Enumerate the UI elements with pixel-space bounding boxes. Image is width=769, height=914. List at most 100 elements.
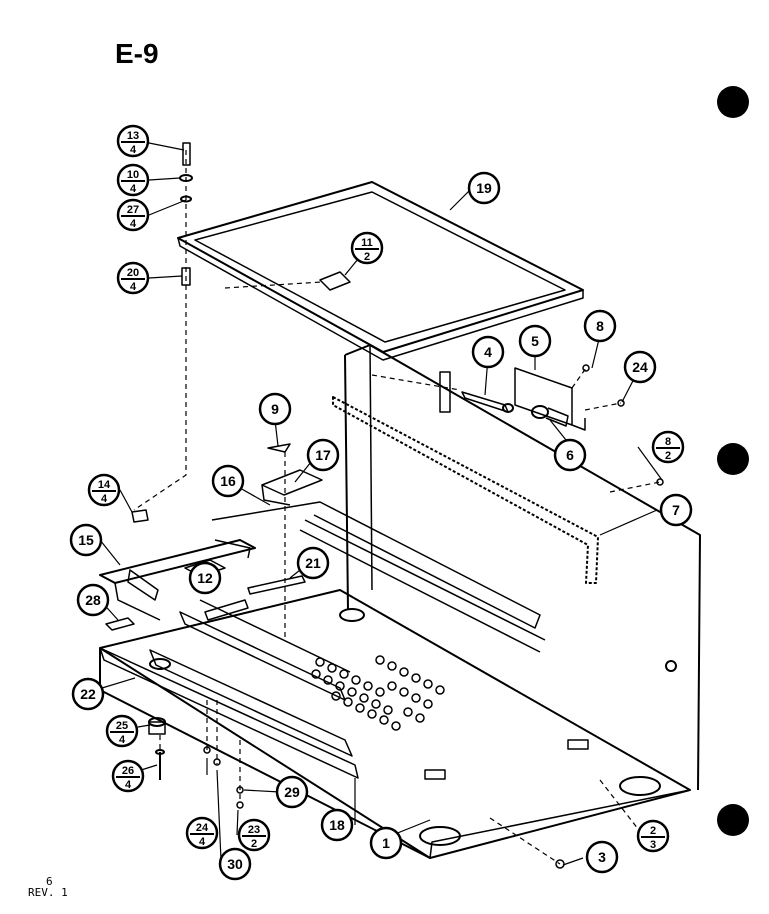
callout-c3: 3 (585, 840, 619, 874)
callout-text: 30 (227, 856, 243, 872)
callout-text: 15 (78, 532, 94, 548)
callout-text: 14 (98, 479, 111, 491)
callout-c16: 16 (211, 464, 245, 498)
callout-text: 4 (130, 281, 137, 293)
callout-c2-3: 23 (636, 819, 670, 853)
screw-parts (203, 364, 664, 869)
callout-circle (71, 677, 105, 711)
foot-25-part (148, 717, 166, 735)
callout-text: 4 (101, 493, 108, 505)
callout-text: 2 (665, 450, 671, 462)
callout-text: 6 (566, 447, 574, 463)
callout-c6: 6 (553, 438, 587, 472)
binder-punch-hole (717, 86, 749, 118)
callout-text: 16 (220, 473, 236, 489)
callout-circle (659, 493, 693, 527)
gasket-strip-part (332, 396, 599, 584)
callout-circle (583, 309, 617, 343)
page-title: E-9 (115, 38, 159, 69)
callout-text: 3 (598, 849, 606, 865)
callout-text: 3 (650, 839, 656, 851)
callout-c14-4: 144 (87, 473, 121, 507)
bracket-17-part (261, 469, 323, 506)
callout-circle (518, 324, 552, 358)
callout-c28: 28 (76, 583, 110, 617)
callout-circle (218, 847, 252, 881)
callout-text: 5 (531, 333, 539, 349)
callout-circle (306, 438, 340, 472)
revision-label: REV. 1 (28, 886, 68, 899)
callout-c8-2: 82 (651, 430, 685, 464)
callout-circle (369, 826, 403, 860)
page-footer: 6 REV. 1 (28, 876, 68, 898)
callout-c30: 30 (218, 847, 252, 881)
callout-text: 18 (329, 817, 345, 833)
callout-c8: 8 (583, 309, 617, 343)
component-6-part (531, 405, 569, 427)
callout-text: 8 (596, 318, 604, 334)
callout-badges: 1233456788291041121213414415161718192042… (69, 124, 693, 881)
callout-text: 4 (125, 779, 132, 791)
callout-c1: 1 (369, 826, 403, 860)
callout-text: 4 (119, 734, 126, 746)
callout-c15: 15 (69, 523, 103, 557)
back-panel-part (344, 344, 701, 791)
callout-text: 4 (199, 836, 206, 848)
binder-punch-hole (717, 443, 749, 475)
callout-text: 23 (248, 824, 260, 836)
callout-c20-4: 204 (116, 261, 150, 295)
callout-c10-4: 104 (116, 163, 150, 197)
bracket-angle-part (99, 539, 256, 621)
pin-26-part (155, 749, 165, 780)
callout-text: 12 (197, 570, 213, 586)
callout-circle (467, 171, 501, 205)
front-rail-part (99, 647, 359, 779)
callout-text: 20 (127, 267, 139, 279)
base-pan-part (99, 589, 691, 859)
assembly-guide-lines (133, 150, 661, 865)
callout-c29: 29 (275, 775, 309, 809)
plate-5-part (514, 367, 586, 431)
callout-text: 26 (122, 765, 134, 777)
callout-text: 2 (364, 251, 370, 263)
callout-text: 27 (127, 204, 139, 216)
callout-c24: 24 (623, 350, 657, 384)
callout-text: 28 (85, 592, 101, 608)
callout-text: 10 (127, 169, 139, 181)
callout-text: 13 (127, 130, 139, 142)
callout-c9: 9 (258, 392, 292, 426)
callout-c13-4: 134 (116, 124, 150, 158)
callout-circle (188, 561, 222, 595)
callout-c5: 5 (518, 324, 552, 358)
callout-c17: 17 (306, 438, 340, 472)
callout-c23-2: 232 (237, 818, 271, 852)
callout-text: 7 (672, 502, 680, 518)
block-28-part (105, 617, 135, 631)
callout-circle (296, 546, 330, 580)
callout-text: 19 (476, 180, 492, 196)
callout-c27-4: 274 (116, 198, 150, 232)
callout-circle (76, 583, 110, 617)
callout-c7: 7 (659, 493, 693, 527)
callout-text: 4 (130, 218, 137, 230)
callout-circle (258, 392, 292, 426)
callout-text: 17 (315, 447, 331, 463)
callout-text: 24 (196, 822, 209, 834)
component-4-part (461, 391, 514, 413)
callout-text: 22 (80, 686, 96, 702)
inner-channel-part (179, 599, 351, 701)
page-number: 6 (46, 875, 53, 888)
callout-circle (585, 840, 619, 874)
callout-circle (623, 350, 657, 384)
callout-c12: 12 (188, 561, 222, 595)
callout-circle (471, 335, 505, 369)
callout-text: 9 (271, 401, 279, 417)
support-rail-part (211, 501, 546, 653)
callout-text: 2 (650, 825, 656, 837)
callout-c4: 4 (471, 335, 505, 369)
bracket-21-part (204, 575, 306, 621)
top-cover-part (177, 181, 584, 361)
callout-circle (211, 464, 245, 498)
callout-c26-4: 264 (111, 759, 145, 793)
callout-circle (320, 808, 354, 842)
